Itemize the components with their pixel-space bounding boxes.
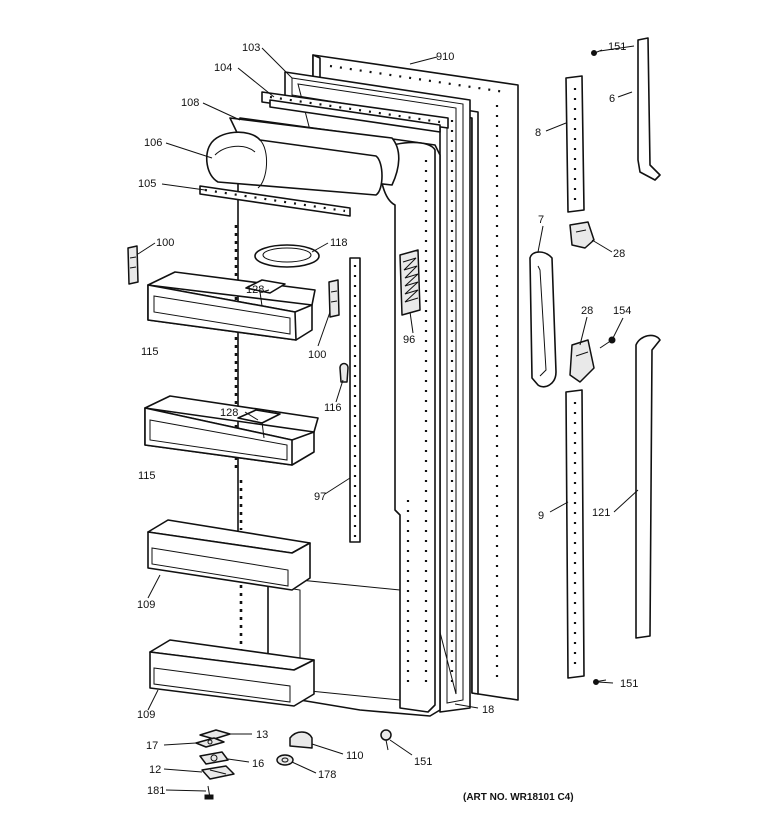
door-bin-115-lower	[144, 395, 319, 466]
callout-106: 106	[144, 137, 162, 149]
door-bin-115-upper	[147, 271, 316, 341]
handle-mount-8	[565, 75, 585, 213]
dairy-shelf-rail	[199, 185, 351, 217]
callout-151-hinge: 151	[414, 756, 432, 768]
screw-151-hinge	[380, 729, 392, 751]
callout-7: 7	[538, 214, 544, 226]
callout-labels: 103 104 108 106 105 910 151 6 8 100 118 …	[137, 41, 638, 803]
callout-154: 154	[613, 305, 631, 317]
callout-8: 8	[535, 127, 541, 139]
callout-18: 18	[482, 704, 494, 716]
part-116	[339, 362, 349, 383]
callout-181: 181	[147, 785, 165, 797]
trim-strip-6	[637, 37, 661, 181]
callout-121: 121	[592, 507, 610, 519]
callout-97: 97	[314, 491, 326, 503]
bushing-17	[195, 737, 225, 748]
bracket-28-top	[569, 221, 595, 249]
door-bin-109-lower	[149, 639, 315, 707]
bracket-96	[399, 249, 421, 316]
hinge-12	[201, 765, 235, 780]
screw-181	[204, 785, 214, 800]
callout-12: 12	[149, 764, 161, 776]
washer-178	[276, 754, 294, 766]
callout-28-lower: 28	[581, 305, 593, 317]
callout-151-bottom: 151	[620, 678, 638, 690]
callout-115-upper: 115	[141, 346, 159, 358]
callout-115-lower: 115	[138, 470, 156, 482]
callout-109-lower: 109	[137, 709, 155, 721]
shelf-clip-100-left	[127, 245, 139, 285]
callout-100-left: 100	[156, 237, 174, 249]
callout-110: 110	[346, 750, 364, 762]
butter-dish	[254, 244, 320, 268]
callout-116: 116	[324, 402, 342, 414]
leader-lines	[137, 45, 639, 792]
callout-96: 96	[403, 334, 415, 346]
callout-9: 9	[538, 510, 544, 522]
door-bin-109-upper	[147, 519, 311, 591]
callout-178: 178	[318, 769, 336, 781]
callout-128-lower: 128	[220, 407, 238, 419]
callout-108: 108	[181, 97, 199, 109]
cam-110	[289, 731, 313, 749]
art-number: (ART NO. WR18101 C4)	[463, 792, 574, 803]
trim-strip-121	[635, 334, 661, 639]
door-handle-7	[529, 251, 557, 388]
bracket-28-lower	[569, 339, 595, 383]
callout-109-upper: 109	[137, 599, 155, 611]
shelf-clip-100-right	[328, 279, 340, 318]
dairy-door	[205, 117, 400, 196]
callout-100-right: 100	[308, 349, 326, 361]
callout-13: 13	[256, 729, 268, 741]
top-trim	[261, 91, 449, 133]
callout-151-top: 151	[608, 41, 626, 53]
callout-6: 6	[609, 93, 615, 105]
door-rail-97	[349, 257, 361, 543]
callout-910: 910	[436, 51, 454, 63]
hinge-16	[199, 751, 229, 765]
handle-mount-9	[565, 389, 585, 679]
callout-16: 16	[252, 758, 264, 770]
callout-105: 105	[138, 178, 156, 190]
callout-104: 104	[214, 62, 232, 74]
callout-17: 17	[146, 740, 158, 752]
callout-28-top: 28	[613, 248, 625, 260]
callout-103: 103	[242, 42, 260, 54]
callout-118: 118	[330, 237, 348, 249]
callout-128-upper: 128	[246, 284, 264, 296]
